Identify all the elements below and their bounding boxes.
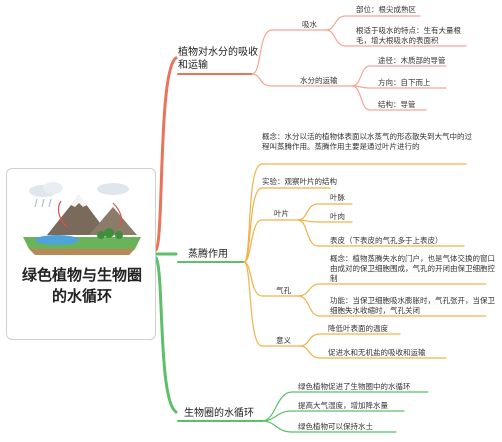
b1-path: 途径：木质部的导管 (378, 56, 446, 65)
branch-water-cycle-title: 生物圈的水循环 (184, 408, 254, 419)
b1-direction: 方向：自下而上 (378, 78, 431, 87)
b2-meaning-item: 促进水和无机盐的吸收和运输 (328, 348, 426, 357)
root-node: 绿色植物与生物圈的水循环 (6, 168, 156, 340)
connector-root-b3 (154, 256, 178, 414)
b2-meaning-item: 降低叶表面的温度 (328, 324, 388, 333)
b3-item: 绿色植物可以保持水土 (298, 422, 373, 431)
b1-transport-label: 水分的运输 (300, 76, 338, 85)
b2-stoma-label: 气孔 (276, 286, 291, 295)
water-cycle-landscape-icon (17, 177, 147, 257)
b3-item: 绿色植物促进了生物圈中的水循环 (298, 382, 411, 391)
b2-meaning-label: 意义 (276, 336, 291, 345)
b1-absorb-label: 吸水 (302, 20, 317, 29)
b2-stoma-concept: 概念：植物蒸腾失水的门户，也是气体交换的窗口由成对的保卫细胞围成，气孔的开闭由保… (330, 254, 495, 283)
b2-experiment: 实验：观察叶片的结构 (262, 177, 337, 186)
b3-item: 提高大气湿度，增加降水量 (298, 401, 388, 410)
b2-concept: 概念：水分以活的植物体表面以水蒸气的形态散失到大气中的过程叫蒸腾作用。蒸腾作用主… (262, 132, 472, 151)
b1-structure: 结构：导管 (378, 100, 416, 109)
b2-leaf-label: 叶片 (274, 209, 289, 218)
connector-root-b1 (154, 56, 178, 252)
b2-leaf-item: 表皮（下表皮的气孔多于上表皮） (330, 236, 443, 245)
b1-part-label: 部位：根尖成熟区 (356, 5, 416, 14)
branch-water-absorption-title: 植物对水分的吸收和运输 (178, 47, 258, 71)
b2-stoma-function: 功能：当保卫细胞吸水膨胀时，气孔张开，当保卫细胞失水收缩时，气孔关闭 (330, 296, 495, 315)
b2-leaf-item: 叶肉 (330, 212, 345, 221)
root-title: 绿色植物与生物圈的水循环 (21, 266, 142, 305)
b2-leaf-item: 叶脉 (330, 193, 345, 202)
branch-transpiration-title: 蒸腾作用 (188, 249, 228, 260)
b1-feature-label: 根适于吸水的特点：生有大量根毛，增大根吸水的表面积 (356, 26, 461, 45)
